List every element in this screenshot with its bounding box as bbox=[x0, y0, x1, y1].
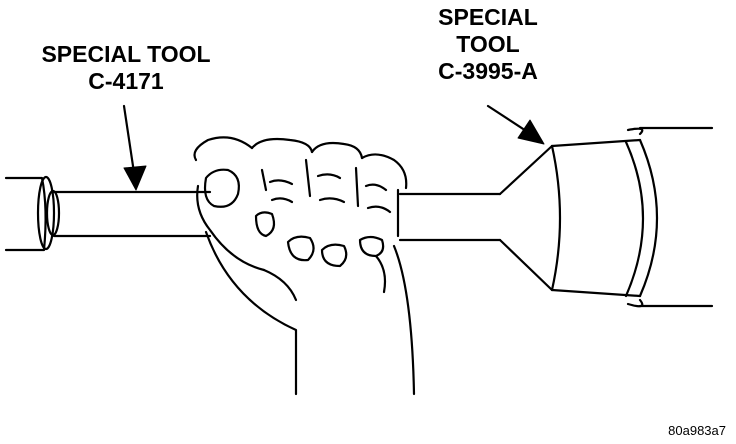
callout-left-line1: SPECIAL TOOL bbox=[41, 41, 211, 67]
callout-right-line3: C-3995-A bbox=[438, 58, 538, 84]
tool-c-3995-a-adapter bbox=[498, 126, 714, 308]
callout-label-c-3995-a: SPECIAL TOOL C-3995-A bbox=[420, 4, 556, 85]
callout-label-c-4171: SPECIAL TOOL C-4171 bbox=[14, 41, 238, 95]
hand bbox=[193, 136, 416, 396]
left-tube bbox=[4, 175, 61, 252]
arrowhead-left bbox=[123, 165, 147, 191]
tool-c-4171-shaft bbox=[52, 190, 502, 242]
callout-right-line2: TOOL bbox=[456, 31, 520, 57]
callout-left-line2: C-4171 bbox=[88, 68, 164, 94]
figure-id: 80a983a7 bbox=[668, 423, 726, 438]
callout-right-line1: SPECIAL bbox=[438, 4, 538, 30]
arrowhead-right bbox=[517, 119, 545, 145]
